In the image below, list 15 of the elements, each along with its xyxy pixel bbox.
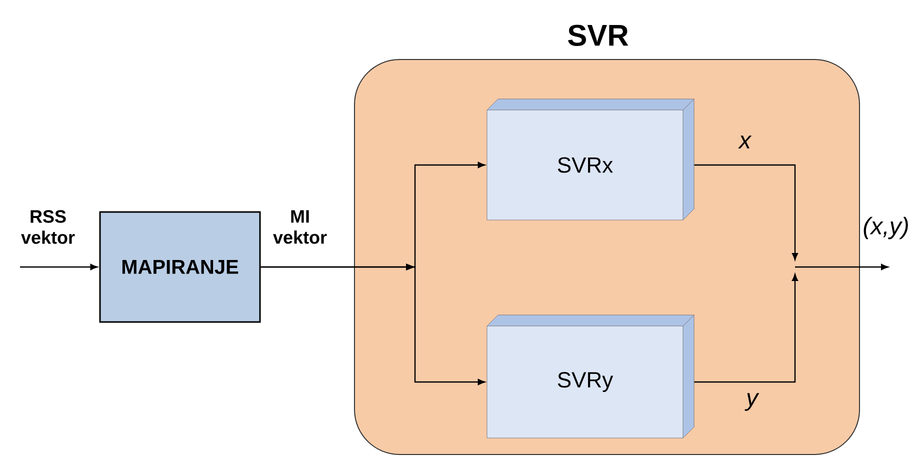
process-box: SVRy	[486, 314, 694, 438]
arrowhead	[406, 264, 415, 270]
process-box: MAPIRANJE	[99, 211, 261, 323]
output-label: (x,y)	[864, 216, 908, 240]
arrow	[260, 266, 486, 386]
edge-label: MI vektor	[273, 210, 327, 244]
process-box: SVRx	[486, 98, 694, 220]
edge-label: RSS vektor	[21, 210, 75, 244]
arrow	[694, 274, 798, 383]
arrow	[20, 264, 98, 270]
edge-label: x	[738, 136, 752, 148]
arrow	[795, 264, 888, 270]
node-label: SVR	[568, 24, 628, 46]
edge-label: y	[744, 393, 760, 411]
arrow	[694, 164, 798, 260]
